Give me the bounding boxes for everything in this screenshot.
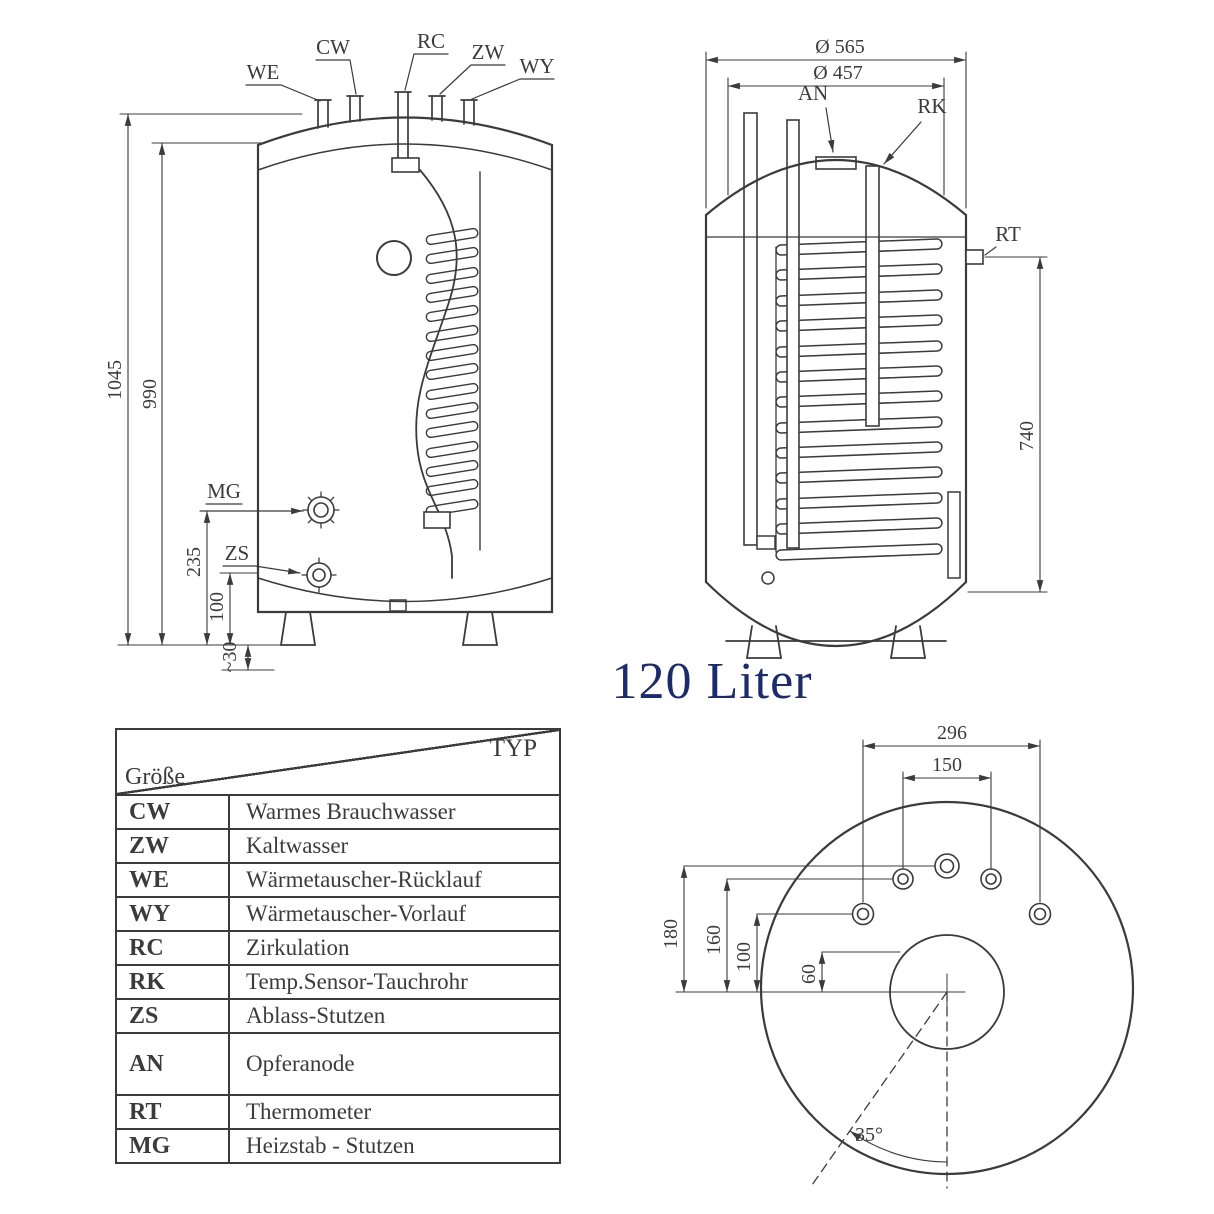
- dim-inner-diameter: Ø 457: [813, 62, 862, 84]
- legend-desc: Thermometer: [246, 1099, 372, 1124]
- legend-row-cw: CW Warmes Brauchwasser: [117, 794, 559, 828]
- second-pipe: [786, 119, 800, 549]
- legend-code: RC: [117, 932, 230, 964]
- heating-coil-front: [775, 238, 943, 561]
- legend-code: RK: [117, 966, 230, 998]
- anode-pipe: [743, 112, 758, 546]
- top-ports: [314, 91, 478, 159]
- side-leader-lines: [199, 53, 555, 573]
- rt-port: [965, 249, 984, 265]
- heating-coil-side: [425, 227, 479, 517]
- legend-row-zw: ZW Kaltwasser: [117, 828, 559, 862]
- tank-bottom: [704, 580, 968, 647]
- port-label-zs: ZS: [225, 541, 250, 565]
- dim-mg-height: 235: [183, 547, 205, 577]
- an-flange: [815, 156, 857, 170]
- foot: [745, 625, 783, 659]
- port-label-rk: RK: [917, 94, 946, 118]
- front-view: Ø 565 Ø 457 AN RK RT 740: [704, 36, 1048, 659]
- side-view: WE CW RC ZW WY MG ZS 1045 990 235 100 ~3…: [104, 29, 555, 672]
- pipe-union-bottom: [423, 511, 451, 529]
- legend-row-we: WE Wärmetauscher-Rücklauf: [117, 862, 559, 896]
- legend-code: MG: [117, 1130, 230, 1162]
- dim-zs-height: 100: [206, 592, 228, 622]
- legend-table: TYP Größe CW Warmes Brauchwasser ZW Kalt…: [115, 728, 561, 1164]
- dim-60: 60: [798, 964, 820, 984]
- port-label-we: WE: [247, 60, 280, 84]
- top-dimension-lines: [675, 739, 1041, 993]
- dim-150: 150: [932, 754, 962, 776]
- legend-code: RT: [117, 1096, 230, 1128]
- legend-code: AN: [117, 1034, 230, 1094]
- dim-160: 160: [703, 925, 725, 955]
- legend-row-rk: RK Temp.Sensor-Tauchrohr: [117, 964, 559, 998]
- tank-top-seam: [257, 143, 553, 171]
- dim-180: 180: [660, 919, 682, 949]
- dim-body-height: 990: [139, 379, 161, 409]
- port-label-zw: ZW: [472, 40, 505, 64]
- legend-row-mg: MG Heizstab - Stutzen: [117, 1128, 559, 1162]
- legend-header-typ: TYP: [489, 735, 537, 762]
- foot: [461, 611, 499, 646]
- legend-desc: Wärmetauscher-Rücklauf: [246, 867, 482, 892]
- legend-desc: Zirkulation: [246, 935, 350, 960]
- legend-desc: Heizstab - Stutzen: [246, 1133, 415, 1158]
- front-dimension-lines: [705, 51, 1048, 593]
- legend-desc: Temp.Sensor-Tauchrohr: [246, 969, 468, 994]
- side-dimension-lines: [117, 113, 303, 671]
- tank-outline: [704, 158, 968, 584]
- dim-296: 296: [937, 722, 967, 744]
- legend-desc: Ablass-Stutzen: [246, 1003, 386, 1028]
- legend-header-groesse: Größe: [125, 764, 185, 790]
- rk-sensor-tube: [865, 165, 880, 427]
- pipe-union-top: [391, 157, 420, 173]
- page-title: 120 Liter: [611, 653, 813, 710]
- legend-row-zs: ZS Ablass-Stutzen: [117, 998, 559, 1032]
- top-view: 296 150 180 160 100 60 35°: [660, 722, 1135, 1189]
- legend-code: ZW: [117, 830, 230, 862]
- internal-pipes: [743, 112, 880, 549]
- dim-total-height: 1045: [104, 360, 126, 400]
- legend-code: CW: [117, 796, 230, 828]
- tank-bottom-seam: [257, 577, 553, 603]
- legend-desc: Warmes Brauchwasser: [246, 799, 456, 824]
- zs-port: [301, 557, 337, 593]
- port-circles: [851, 853, 1052, 926]
- legend-desc: Kaltwasser: [246, 833, 349, 858]
- legend-code: ZS: [117, 1000, 230, 1032]
- tank-outline: [256, 116, 554, 614]
- legend-header: TYP Größe: [117, 730, 559, 794]
- legend-row-rc: RC Zirkulation: [117, 930, 559, 964]
- legend-row-an: AN Opferanode: [117, 1032, 559, 1094]
- port-label-an: AN: [798, 81, 828, 105]
- mg-port: [302, 491, 340, 529]
- angle-annotation: [811, 991, 948, 1189]
- legend-row-rt: RT Thermometer: [117, 1094, 559, 1128]
- legend-desc: Wärmetauscher-Vorlauf: [246, 901, 467, 926]
- dim-100: 100: [733, 942, 755, 972]
- dim-outer-diameter: Ø 565: [815, 36, 864, 58]
- legend-row-wy: WY Wärmetauscher-Vorlauf: [117, 896, 559, 930]
- inspection-opening: [376, 240, 412, 276]
- port-label-rc: RC: [417, 29, 445, 53]
- dim-angle: 35°: [855, 1124, 883, 1146]
- legend-desc: Opferanode: [246, 1051, 355, 1076]
- port-label-wy: WY: [520, 54, 555, 78]
- legend-code: WE: [117, 864, 230, 896]
- dim-foot-height: ~30: [219, 642, 241, 673]
- bottom-fittings: [756, 491, 961, 585]
- drain-stub: [389, 599, 407, 612]
- front-leader-lines: [825, 107, 997, 256]
- foot: [279, 611, 317, 646]
- port-label-mg: MG: [207, 479, 241, 503]
- dim-coil-height: 740: [1016, 421, 1038, 451]
- legend-code: WY: [117, 898, 230, 930]
- port-label-cw: CW: [316, 35, 350, 59]
- foot: [889, 625, 927, 659]
- port-label-rt: RT: [995, 222, 1021, 246]
